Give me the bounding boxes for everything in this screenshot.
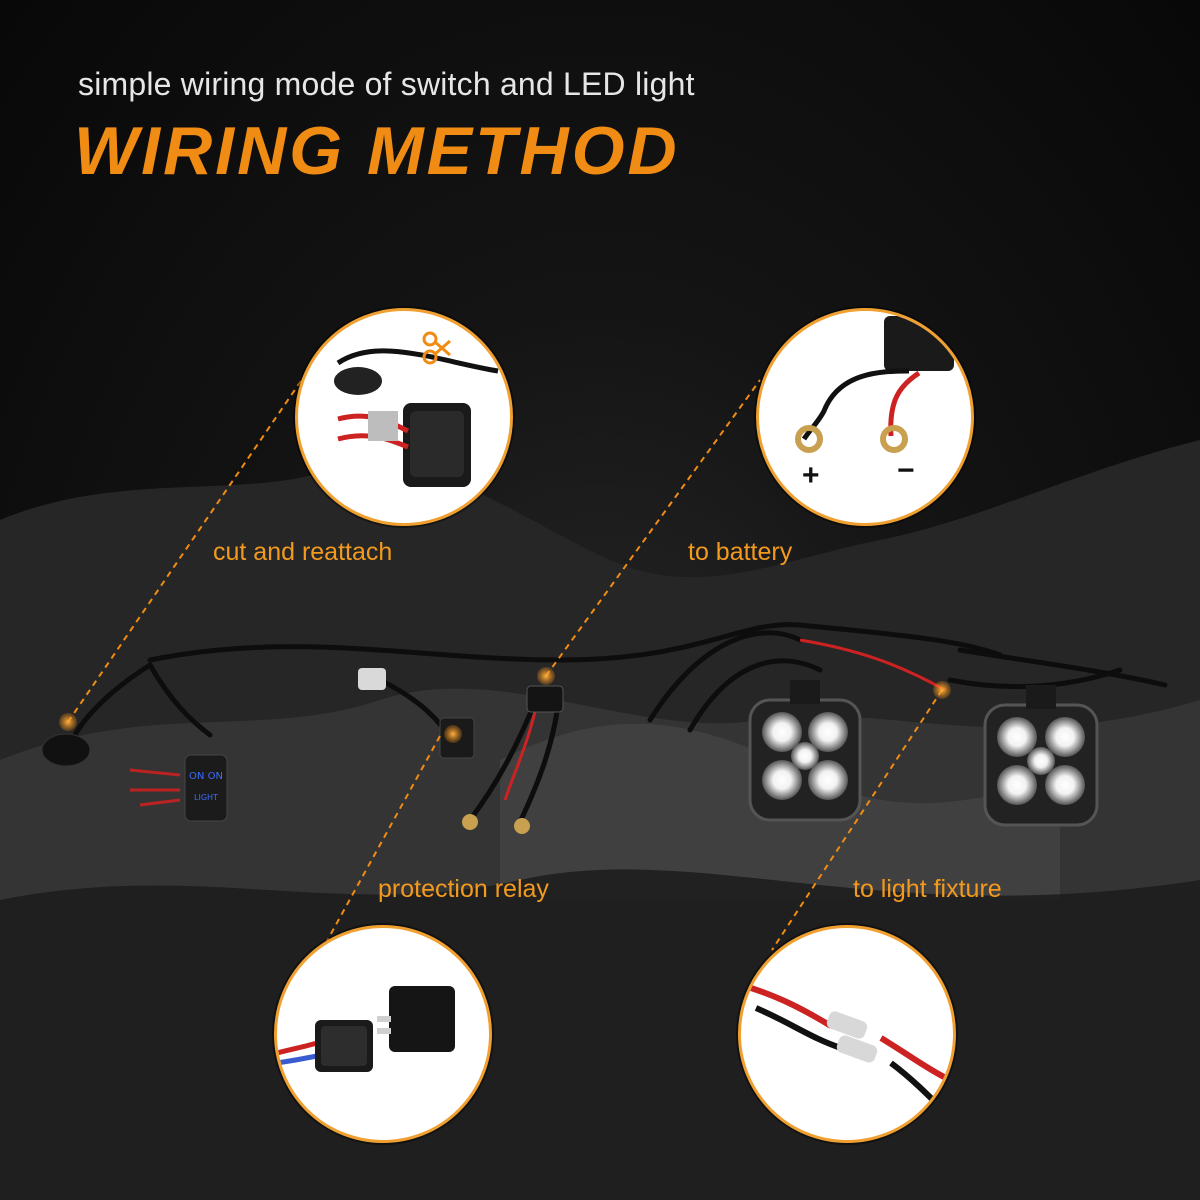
ring-terminal bbox=[514, 818, 530, 834]
relay-cube bbox=[389, 986, 455, 1052]
callout-circle-to-light-fixture bbox=[738, 925, 956, 1143]
callout-label-protection-relay: protection relay bbox=[378, 875, 549, 903]
ring-terminal-positive bbox=[795, 425, 823, 453]
callout-leaders bbox=[67, 374, 943, 951]
svg-text:ON ON: ON ON bbox=[189, 771, 223, 782]
marker-dot bbox=[537, 667, 555, 685]
callout-circle-to-battery: + − bbox=[756, 308, 974, 526]
dark-ridge bbox=[0, 869, 1200, 1200]
rocker-switch: ON ON LIGHT bbox=[184, 754, 228, 822]
subtitle: simple wiring mode of switch and LED lig… bbox=[78, 66, 695, 102]
negative-sign: − bbox=[897, 454, 915, 487]
callout-circle-protection-relay bbox=[274, 925, 492, 1143]
fuse-holder-on-harness bbox=[526, 685, 564, 713]
scissors-icon bbox=[422, 331, 451, 365]
callout-label-cut-reattach: cut and reattach bbox=[213, 538, 393, 566]
callout-circle-cut-reattach bbox=[295, 308, 513, 526]
led-pod-light-right bbox=[983, 685, 1099, 827]
page-title: WIRING METHOD bbox=[74, 113, 680, 189]
positive-sign: + bbox=[802, 459, 820, 492]
ring-terminal bbox=[462, 814, 478, 830]
svg-text:LIGHT: LIGHT bbox=[194, 793, 218, 802]
connector-plug bbox=[358, 668, 386, 690]
callout-label-to-battery: to battery bbox=[688, 538, 793, 566]
callout-label-to-light-fixture: to light fixture bbox=[853, 875, 1002, 903]
marker-dot bbox=[59, 713, 77, 731]
marker-dot bbox=[444, 725, 462, 743]
marker-dot bbox=[933, 681, 951, 699]
ring-terminal-negative bbox=[880, 425, 908, 453]
led-pod-light-left bbox=[748, 680, 862, 822]
push-button bbox=[41, 733, 91, 767]
